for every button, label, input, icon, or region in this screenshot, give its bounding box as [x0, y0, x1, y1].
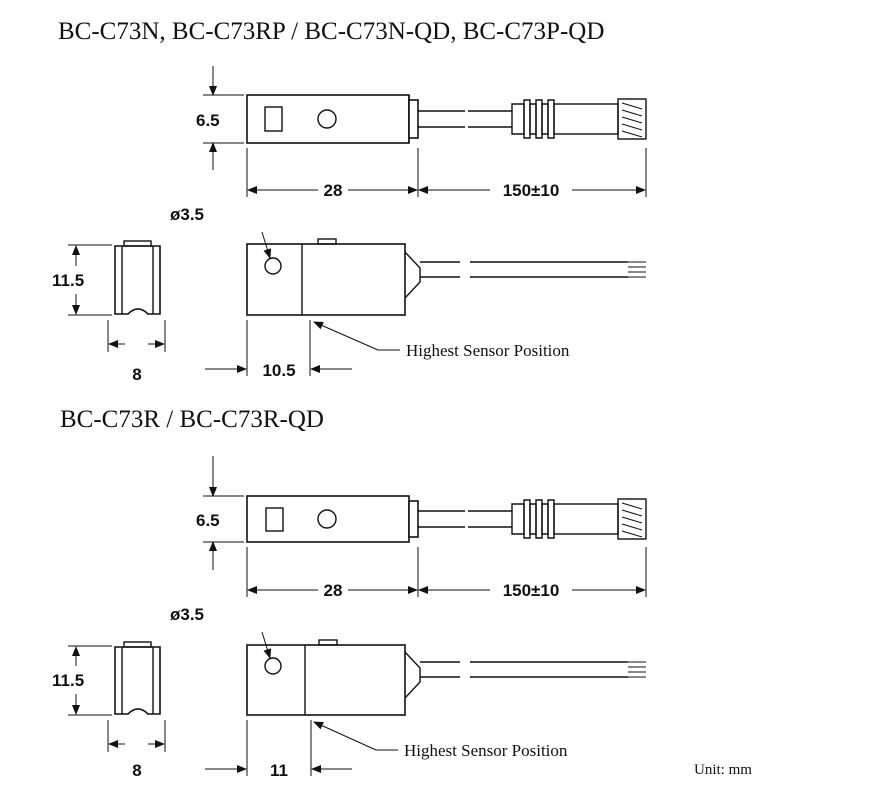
top-view-sensor: [246, 94, 647, 144]
section2-drawing: 6.5 28 150±10: [52, 456, 647, 780]
s2-dim-width-end: 8: [132, 761, 141, 780]
unit-label: Unit: mm: [694, 762, 752, 778]
s2-sensor-position-label: Highest Sensor Position: [404, 741, 568, 760]
s2-dim-length-body: 28: [324, 581, 343, 600]
section1-drawing: 6.5 28 150±10: [52, 66, 647, 384]
s2-dim-height-top: 6.5: [196, 511, 220, 530]
s1-sensor-position-label: Highest Sensor Position: [406, 341, 570, 360]
end-view-sensor-2: [114, 641, 161, 715]
s1-dim-length-body: 28: [324, 181, 343, 200]
section1-title: BC-C73N, BC-C73RP / BC-C73N-QD, BC-C73P-…: [58, 18, 605, 45]
s1-dim-width-end: 8: [132, 365, 141, 384]
s2-dim-length-cable: 150±10: [503, 581, 560, 600]
top-view-sensor-2: [246, 495, 647, 543]
side-view-sensor: [246, 238, 646, 316]
s1-dim-height-top: 6.5: [196, 111, 220, 130]
s1-dim-sensor-offset: 10.5: [262, 361, 295, 380]
end-view-sensor: [114, 240, 161, 315]
s2-dim-sensor-offset: 11: [270, 761, 288, 780]
s2-dim-height-side: 11.5: [52, 671, 84, 690]
section2-title: BC-C73R / BC-C73R-QD: [60, 406, 324, 433]
s2-dim-diameter: ø3.5: [170, 605, 204, 624]
s1-dim-diameter: ø3.5: [170, 205, 204, 224]
side-view-sensor-2: [246, 639, 646, 716]
s1-dim-height-side: 11.5: [52, 271, 84, 290]
s1-dim-length-cable: 150±10: [503, 181, 560, 200]
